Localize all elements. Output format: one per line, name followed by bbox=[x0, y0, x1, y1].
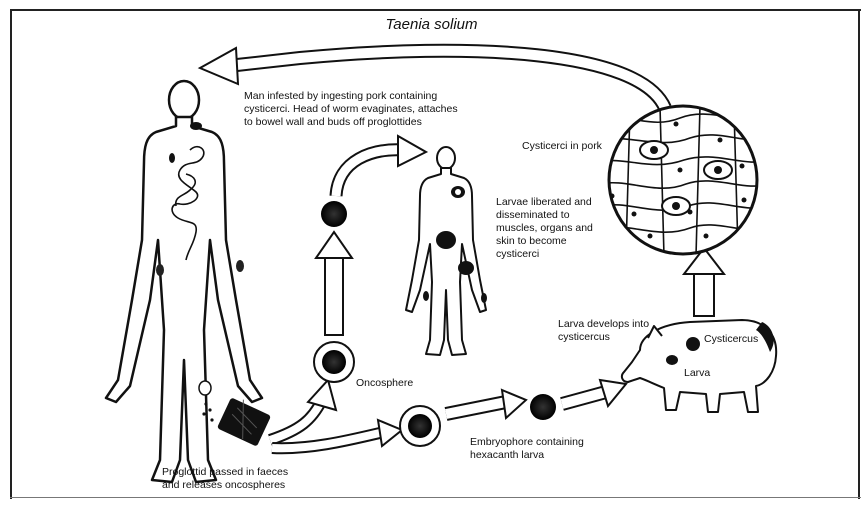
oncosphere-egg-upper bbox=[314, 342, 354, 382]
label-larva-develops: Larva develops into cysticercus bbox=[558, 318, 649, 344]
arrow-oncosphere-up bbox=[316, 232, 352, 335]
arrow-embryophore-to-pig bbox=[562, 380, 626, 406]
label-oncosphere: Oncosphere bbox=[356, 377, 413, 390]
label-cysticerci-in-pork: Cysticerci in pork bbox=[522, 140, 602, 153]
larva-dot-human bbox=[321, 201, 347, 227]
label-man-infested: Man infested by ingesting pork containin… bbox=[244, 90, 458, 129]
oncosphere-egg-lower bbox=[400, 406, 440, 446]
label-cysticercus: Cysticercus bbox=[704, 333, 758, 346]
label-larva: Larva bbox=[684, 367, 710, 380]
label-proglottid: Proglottid passed in faeces and releases… bbox=[162, 466, 288, 492]
hand-shade-left bbox=[156, 264, 164, 276]
proglottid-icon bbox=[217, 397, 271, 446]
arrowhead-to-man bbox=[200, 48, 238, 84]
arrow-pig-to-pork bbox=[684, 248, 724, 316]
arrow-oncosphere-to-embryophore bbox=[446, 390, 526, 418]
embryophore-dot bbox=[530, 394, 556, 420]
label-larvae-liberated: Larvae liberated and disseminated to mus… bbox=[496, 196, 593, 261]
human-figure-small bbox=[406, 147, 486, 355]
label-embryophore: Embryophore containing hexacanth larva bbox=[470, 436, 584, 462]
hand-shade-right bbox=[236, 260, 244, 272]
pork-tissue-circle bbox=[600, 106, 770, 256]
